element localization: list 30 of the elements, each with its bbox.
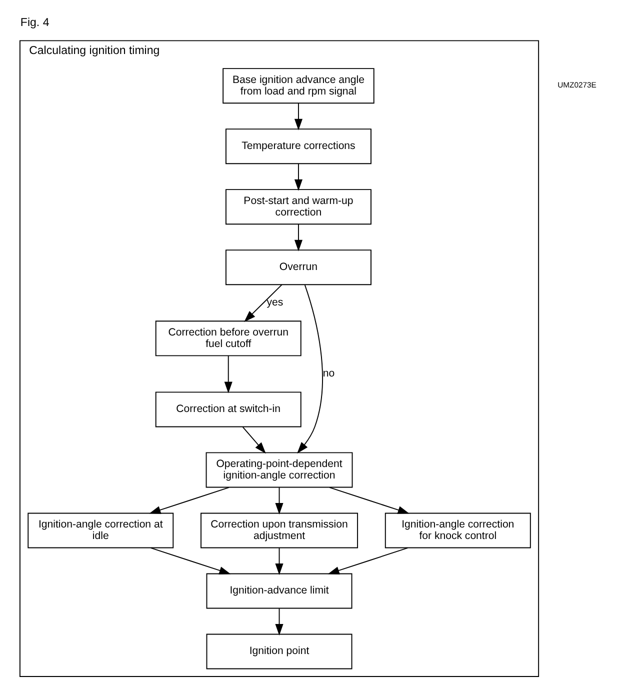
node-box: Correction at switch-in [155,391,302,427]
arrow [329,486,410,514]
diagram-title: Fig. 4 [20,16,50,28]
arrow [242,426,266,454]
arrow [294,102,303,130]
arrow [244,284,282,322]
node-box: Operating-point-dependent ignition-angle correction [206,452,353,488]
arrow [150,546,231,574]
node-box: Ignition-angle correction for knock control [384,512,531,548]
node-box: Temperature corrections [225,128,372,164]
arrow [275,547,284,575]
arrow [294,162,303,190]
node-box: Ignition-angle correction at idle [28,512,174,548]
edge-label: no [322,367,335,380]
node-box: Overrun [225,249,372,285]
arrow [275,486,284,514]
arrow [294,223,303,251]
label: UMZ0273E [558,80,596,90]
arrow [224,354,232,393]
node-box: Post-start and warm-up correction [225,188,372,224]
edge-label: yes [266,296,284,308]
arrow [149,486,230,514]
arrow [328,546,408,574]
arrow [297,284,323,453]
node-box: Ignition point [206,633,352,669]
arrow [275,608,284,636]
node-box: Base ignition advance angle from load and rpm signal [222,68,374,104]
node-box: Ignition-advance limit [206,572,352,608]
node-box: Correction before overrun fuel cutoff [155,320,302,356]
node-box: Correction upon transmission adjustment [200,512,358,548]
